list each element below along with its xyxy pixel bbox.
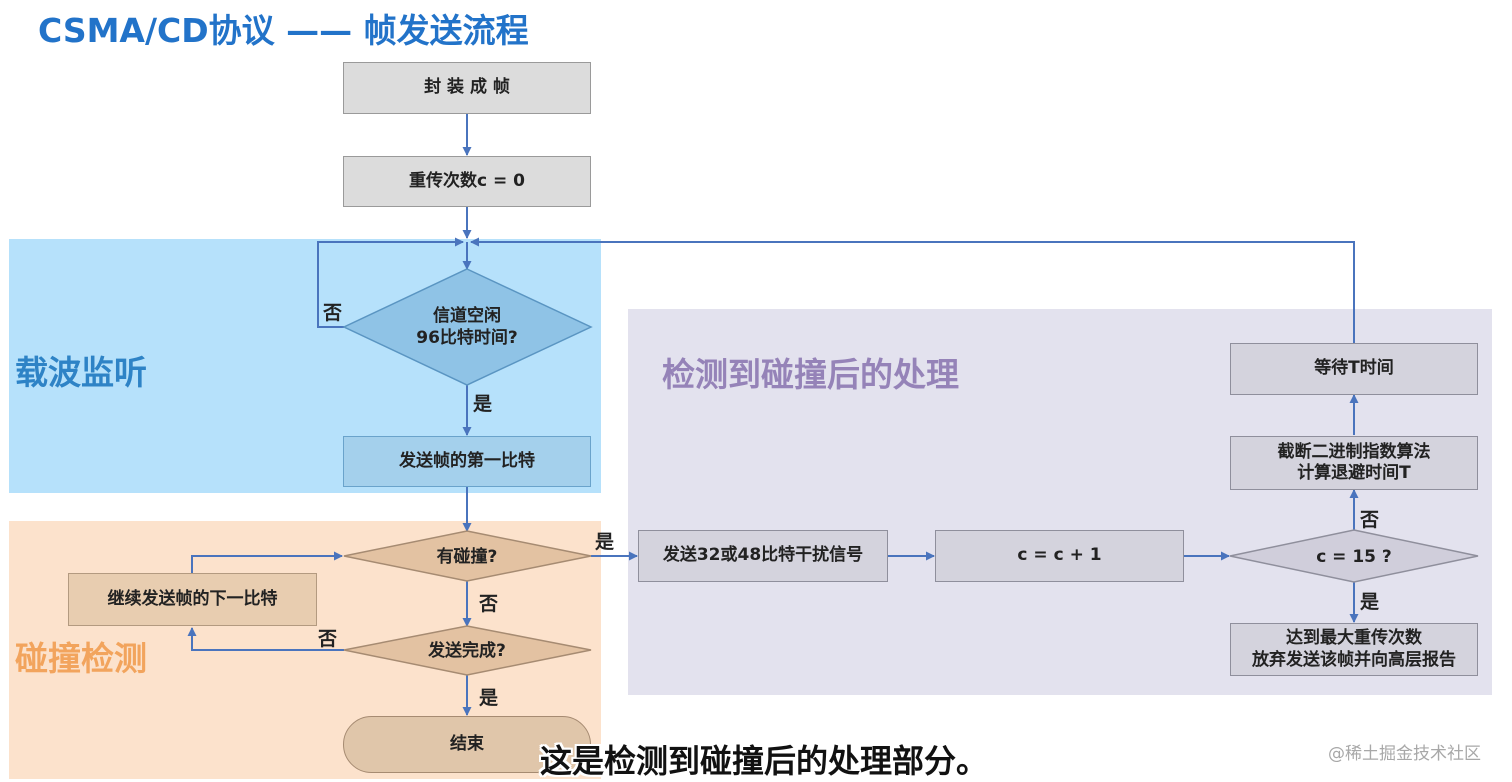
watermark: @稀土掘金技术社区 <box>1328 744 1481 764</box>
jam-signal-box: 发送32或48比特干扰信号 <box>638 530 888 582</box>
label-collision-yes: 是 <box>595 531 615 553</box>
label-done-no: 否 <box>318 628 338 650</box>
collision-handling-label: 检测到碰撞后的处理 <box>662 355 959 394</box>
decision-send-done <box>343 625 592 676</box>
label-max-no: 否 <box>1360 509 1380 531</box>
retry-count-init-box: 重传次数c = 0 <box>343 156 591 207</box>
send-first-bit-box: 发送帧的第一比特 <box>343 436 591 487</box>
label-idle-no: 否 <box>323 302 343 324</box>
give-up-box: 达到最大重传次数 放弃发送该帧并向高层报告 <box>1230 623 1478 676</box>
edge-idle-no-loop <box>317 237 464 328</box>
edge-continue-collision <box>191 551 343 573</box>
label-max-yes: 是 <box>1360 591 1380 613</box>
page-title: CSMA/CD协议 —— 帧发送流程 <box>38 11 529 50</box>
label-done-yes: 是 <box>479 687 499 709</box>
wait-time-box: 等待T时间 <box>1230 343 1478 395</box>
decision-channel-idle <box>342 268 593 386</box>
continue-send-box: 继续发送帧的下一比特 <box>68 573 317 626</box>
decision-collision <box>343 530 592 582</box>
label-collision-no: 否 <box>479 593 499 615</box>
encapsulate-frame-box: 封 装 成 帧 <box>343 62 591 114</box>
label-idle-yes: 是 <box>473 393 493 415</box>
collision-detect-label: 碰撞检测 <box>15 639 147 678</box>
edge-done-no <box>187 627 344 651</box>
decision-check-max <box>1229 529 1479 583</box>
video-subtitle: 这是检测到碰撞后的处理部分。 <box>540 742 989 780</box>
carrier-sense-label: 载波监听 <box>15 353 147 392</box>
increment-counter-box: c = c + 1 <box>935 530 1184 582</box>
edge-wait-loop <box>470 237 1355 343</box>
backoff-algorithm-box: 截断二进制指数算法 计算退避时间T <box>1230 436 1478 490</box>
end-terminal: 结束 <box>343 716 591 773</box>
